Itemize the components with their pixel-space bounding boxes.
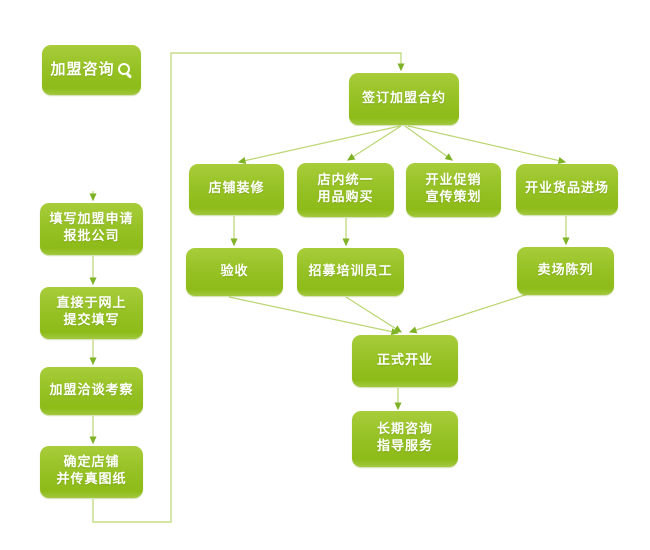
node-label: 正式开业 xyxy=(376,352,433,368)
node-supplies: 店内统一 用品购买 xyxy=(297,163,394,217)
node-acceptance: 验收 xyxy=(186,248,283,296)
node-label: 卖场陈列 xyxy=(537,262,594,278)
node-label: 验收 xyxy=(220,263,249,279)
node-label: 店内统一 用品购买 xyxy=(317,173,374,205)
node-confirm-store: 确定店铺 并传真图纸 xyxy=(40,446,143,498)
node-label: 加盟洽谈考察 xyxy=(49,382,134,398)
node-label: 填写加盟申请 报批公司 xyxy=(49,212,134,244)
node-goods-entry: 开业货品进场 xyxy=(516,164,618,215)
node-label: 开业货品进场 xyxy=(524,181,609,197)
node-label: 长期咨询 指导服务 xyxy=(376,422,433,454)
consult-button[interactable]: 加盟咨询 xyxy=(42,45,141,95)
node-sign-contract: 签订加盟合约 xyxy=(349,73,459,125)
node-label: 店铺装修 xyxy=(208,181,265,197)
node-negotiation: 加盟洽谈考察 xyxy=(40,367,143,415)
node-label: 签订加盟合约 xyxy=(361,90,446,106)
node-decoration: 店铺装修 xyxy=(189,164,284,215)
node-label: 直接于网上 提交填写 xyxy=(56,296,127,328)
node-promotion: 开业促销 宣传策划 xyxy=(406,163,501,217)
node-label: 开业促销 宣传策划 xyxy=(425,173,482,205)
node-online-submit: 直接于网上 提交填写 xyxy=(40,287,143,339)
node-fill-application: 填写加盟申请 报批公司 xyxy=(40,203,143,255)
node-grand-opening: 正式开业 xyxy=(352,335,458,387)
node-long-term-service: 长期咨询 指导服务 xyxy=(352,411,458,467)
search-icon-handle xyxy=(125,72,132,79)
node-display: 卖场陈列 xyxy=(517,247,614,295)
node-label: 确定店铺 并传真图纸 xyxy=(56,455,127,487)
node-label: 招募培训员工 xyxy=(308,263,393,279)
search-icon xyxy=(117,62,133,79)
consult-label: 加盟咨询 xyxy=(50,60,115,79)
node-recruit-training: 招募培训员工 xyxy=(297,248,404,296)
